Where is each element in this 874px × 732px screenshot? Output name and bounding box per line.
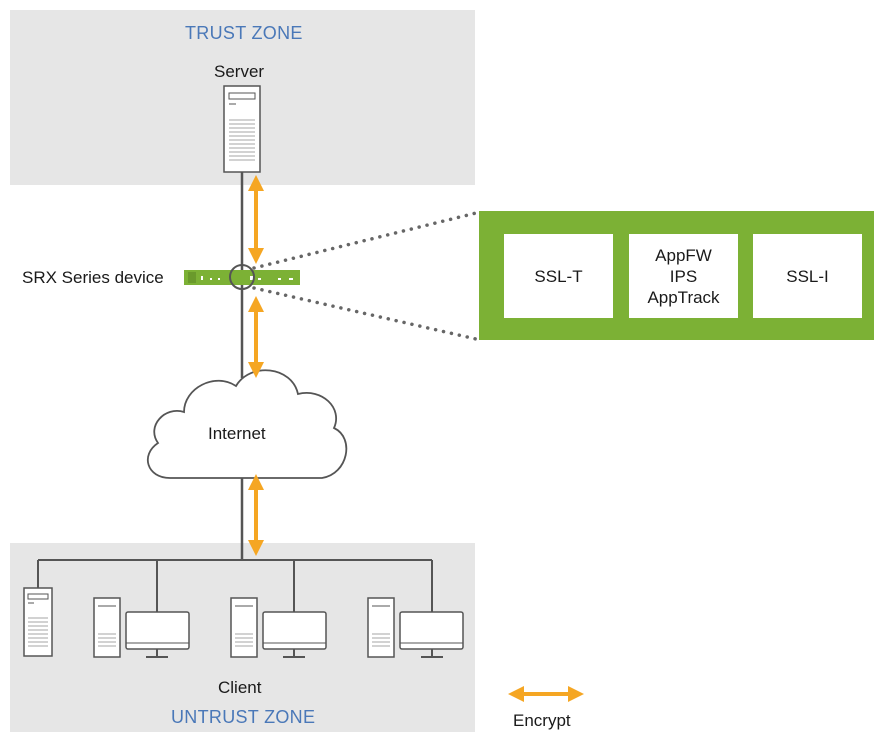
- feature-label-apptrack: AppTrack: [647, 287, 720, 307]
- internet-label: Internet: [208, 424, 266, 443]
- legend-encrypt-label: Encrypt: [513, 711, 571, 730]
- feature-appfw-ips-apptrack: AppFW IPS AppTrack: [629, 234, 738, 318]
- trust-zone-title: TRUST ZONE: [185, 23, 303, 43]
- server-icon: [223, 85, 261, 173]
- workstation-icon-1: [93, 597, 190, 658]
- feature-ssl-i: SSL-I: [753, 234, 862, 318]
- server-label: Server: [214, 62, 265, 81]
- zoom-dotted-line-bottom: [252, 286, 478, 341]
- client-server-icon: [23, 587, 53, 657]
- feature-label-appfw: AppFW: [655, 245, 712, 265]
- feature-ssl-t: SSL-T: [504, 234, 613, 318]
- workstation-icon-3: [367, 597, 464, 658]
- untrust-zone-title: UNTRUST ZONE: [171, 707, 316, 727]
- feature-label: SSL-I: [786, 266, 829, 286]
- zoom-dotted-line-top: [252, 211, 478, 270]
- srx-services-panel: SSL-T AppFW IPS AppTrack SSL-I: [479, 211, 874, 340]
- srx-device-label: SRX Series device: [22, 268, 164, 287]
- srx-zoom-circle: [229, 264, 255, 290]
- client-label: Client: [218, 678, 262, 697]
- feature-label-ips: IPS: [669, 266, 698, 286]
- internet-cloud-icon: [147, 369, 348, 479]
- workstation-icon-2: [230, 597, 327, 658]
- feature-label: SSL-T: [534, 266, 583, 286]
- srx-device-icon: [184, 270, 300, 285]
